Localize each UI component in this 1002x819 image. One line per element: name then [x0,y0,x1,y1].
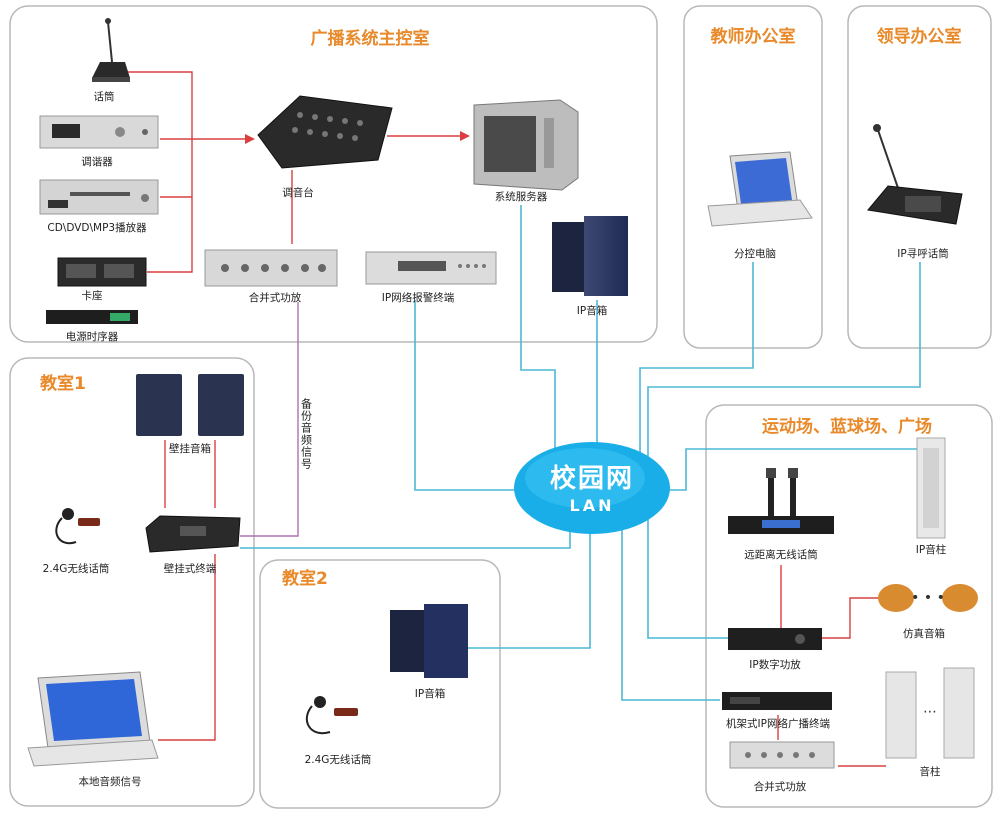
ip-digital-amp-device [728,628,822,650]
wireless-mic1-device [55,508,100,545]
label-ip-speaker-classroom2: IP音箱 [415,687,445,700]
label-wall-terminal: 壁挂式终端 [164,562,217,575]
room-classroom1-frame [9,357,255,807]
arrow-to-server [460,131,470,141]
label-wall-speakers: 壁挂音箱 [169,442,211,455]
microphone-device [92,18,130,82]
lan-cloud: 校园网 LAN [514,442,670,534]
backup-signal-label: 备份音频信号 [300,397,313,470]
room-sports-frame [705,404,993,808]
label-local-audio: 本地音频信号 [79,775,142,788]
net-line-paging-mic [647,262,921,465]
room-frames [9,5,993,809]
ip-speaker-classroom2-device [390,604,468,678]
net-line-alarm [414,300,525,491]
label-sim-speaker: 仿真音箱 [903,627,945,640]
alarm-terminal-device [365,251,497,285]
room-titles: 广播系统主控室 教师办公室 领导办公室 教室1 教室2 运动场、蓝球场、广场 [39,26,962,589]
title-classroom1: 教室1 [39,373,86,394]
label-ip-column: IP音柱 [916,543,947,556]
combined-amp-device [204,249,338,287]
audio-line-local-audio [158,554,216,741]
mixer-device [257,95,393,169]
wall-terminal-device [145,515,241,553]
ip-column-device [916,437,946,539]
combined-amp2-device [729,741,835,769]
net-line-server [520,205,556,455]
wireless-mic2-device [305,696,358,735]
label-office-pc: 分控电脑 [734,247,776,260]
net-line-office-pc [639,262,754,462]
tuner-device [39,115,159,149]
title-teacher-office: 教师办公室 [710,26,796,47]
backup-signal-line [240,302,299,537]
server-device [473,99,579,191]
net-line-digital-amp [647,515,728,639]
title-control-room: 广播系统主控室 [311,28,430,49]
net-line-ip-column [668,448,920,491]
label-combined-amp: 合并式功放 [249,291,302,304]
net-line-rack-terminal [621,515,720,701]
room-control-frame [9,5,658,343]
cassette-device [57,257,147,287]
arrow-to-mixer [245,134,255,144]
ip-speaker-control-device [552,216,628,296]
net-line-wall-terminal [240,510,571,549]
lan-cloud-subtitle: LAN [570,496,615,515]
wall-speakers-device [136,374,244,436]
office-pc-device [707,151,813,227]
label-ip-digital-amp: IP数字功放 [749,658,801,671]
rack-terminal-device [722,692,832,710]
label-tuner: 调谐器 [81,156,113,168]
network-lines [240,205,921,701]
label-wireless-mic2: 2.4G无线话筒 [305,753,372,766]
column-speaker-device: ⋯ [885,667,975,759]
lan-cloud-title: 校园网 [550,463,634,494]
label-mixer: 调音台 [282,186,314,199]
label-combined-amp2: 合并式功放 [754,780,807,793]
title-classroom2: 教室2 [281,568,328,589]
label-column-speaker: 音柱 [920,765,941,778]
long-range-mic-device [728,468,834,534]
room-classroom2-frame [259,559,501,809]
label-server: 系统服务器 [495,190,548,203]
label-ip-paging-mic: IP寻呼话筒 [897,247,948,260]
local-audio-laptop-device [27,671,159,767]
label-cassette: 卡座 [82,289,103,302]
label-microphone: 话筒 [94,90,115,103]
ip-paging-mic-device [867,124,963,225]
lan-cloud-highlight [525,448,645,508]
svg-text:• • •: • • • [911,590,945,606]
audio-line-mic [125,71,193,273]
title-sports: 运动场、蓝球场、广场 [762,416,932,437]
label-wireless-mic1: 2.4G无线话筒 [43,562,110,575]
title-leader-office: 领导办公室 [877,26,962,47]
label-rack-terminal: 机架式IP网络广播终端 [726,717,830,730]
label-long-range-mic: 远距离无线话筒 [744,548,818,561]
label-ip-speaker-control: IP音箱 [577,304,607,317]
audio-line-sim-speaker [822,597,878,639]
cd-player-device [39,179,159,215]
label-alarm-terminal: IP网络报警终端 [382,291,455,304]
power-sequencer-device [46,310,138,324]
net-line-classroom2-speaker [468,515,591,649]
label-cd-player: CD\DVD\MP3播放器 [47,221,147,234]
audio-lines [125,71,886,767]
label-power-sequencer: 电源时序器 [66,330,119,343]
sim-speaker-device: • • • [878,584,978,612]
svg-text:⋯: ⋯ [923,704,937,720]
